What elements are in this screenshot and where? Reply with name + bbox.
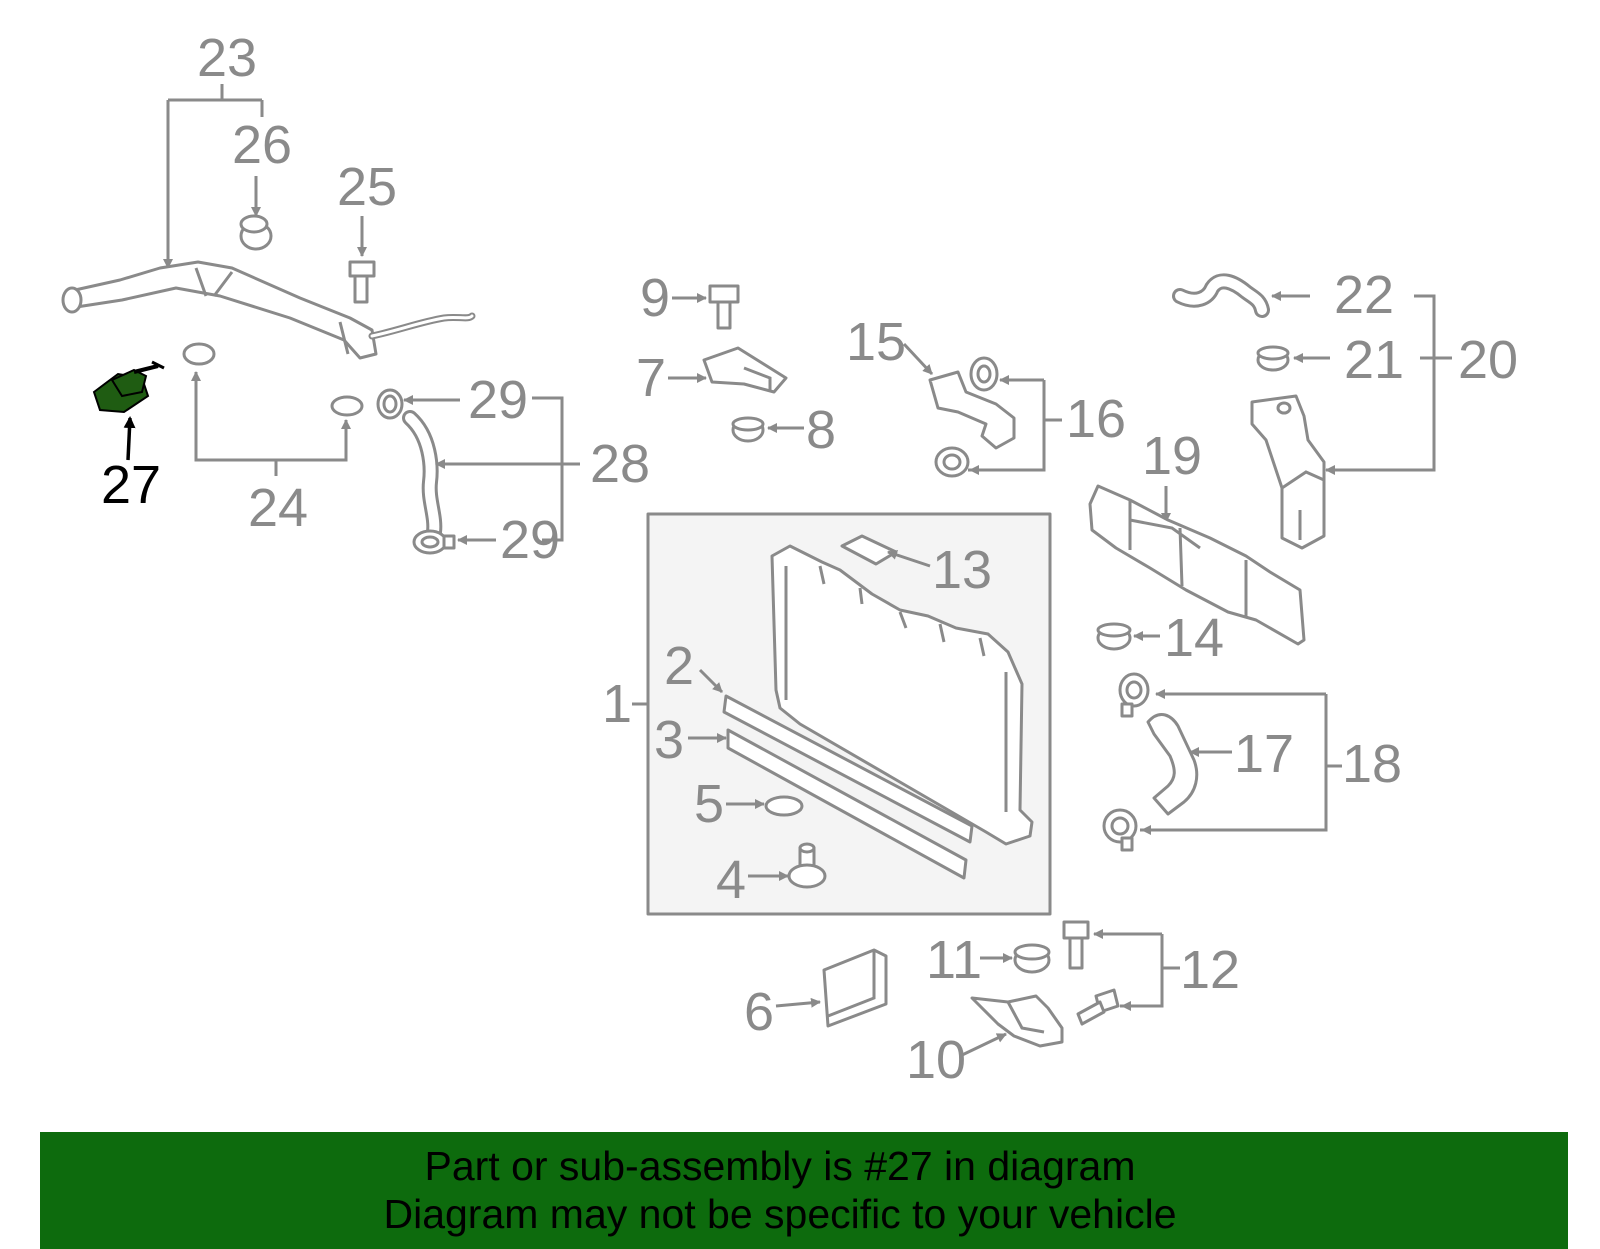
clamp-18-upper[interactable] xyxy=(1118,672,1150,718)
callout-8[interactable]: 8 xyxy=(806,400,836,460)
clamp-29-upper[interactable] xyxy=(376,388,404,420)
leader-10 xyxy=(959,1032,1007,1058)
leader-6 xyxy=(775,997,821,1008)
cap-11[interactable] xyxy=(1013,943,1051,974)
leader-15 xyxy=(902,342,934,376)
temperature-sensor-27[interactable] xyxy=(92,360,165,414)
leader-23 xyxy=(168,84,264,117)
info-banner: Part or sub-assembly is #27 in diagram D… xyxy=(40,1132,1568,1249)
bracket-7[interactable] xyxy=(702,346,788,394)
water-pipe-23[interactable] xyxy=(61,260,476,360)
bracket-20[interactable] xyxy=(1250,394,1326,550)
callout-17[interactable]: 17 xyxy=(1234,724,1294,784)
leader-2 xyxy=(698,668,724,694)
mount-4[interactable] xyxy=(787,842,827,889)
bracket-28 xyxy=(532,396,564,542)
cap-26[interactable] xyxy=(239,214,273,251)
callout-26[interactable]: 26 xyxy=(232,115,292,175)
callout-15[interactable]: 15 xyxy=(846,312,906,372)
callout-20[interactable]: 20 xyxy=(1458,330,1518,390)
guide-10[interactable] xyxy=(970,994,1064,1048)
clamp-16-upper[interactable] xyxy=(969,356,999,392)
oring-24b[interactable] xyxy=(330,395,364,417)
callout-1[interactable]: 1 xyxy=(602,674,632,734)
callout-4[interactable]: 4 xyxy=(716,850,746,910)
leader-27 xyxy=(123,416,136,461)
seal-3[interactable] xyxy=(726,728,968,880)
parts-diagram: 23 26 25 24 27 29 xyxy=(61,28,1518,1090)
callout-13[interactable]: 13 xyxy=(932,540,992,600)
callout-12[interactable]: 12 xyxy=(1180,940,1240,1000)
radiator-core[interactable] xyxy=(770,544,1034,846)
banner-disclaimer: Diagram may not be specific to your vehi… xyxy=(383,1191,1177,1237)
clamp-16-lower[interactable] xyxy=(934,446,970,478)
callout-27[interactable]: 27 xyxy=(101,455,161,515)
callout-11[interactable]: 11 xyxy=(926,930,982,990)
cap-8[interactable] xyxy=(731,416,765,443)
bracket-12 xyxy=(1120,934,1164,1008)
hose-15[interactable] xyxy=(928,370,1016,450)
bolt-12-lower[interactable] xyxy=(1076,988,1120,1026)
hose-22[interactable] xyxy=(1172,273,1270,318)
callout-23[interactable]: 23 xyxy=(197,28,257,88)
callout-19[interactable]: 19 xyxy=(1142,426,1202,486)
callout-25[interactable]: 25 xyxy=(337,157,397,217)
oring-5[interactable] xyxy=(764,795,804,817)
air-guide-19[interactable] xyxy=(1088,484,1306,646)
callout-10[interactable]: 10 xyxy=(906,1030,966,1090)
callout-6[interactable]: 6 xyxy=(744,982,774,1042)
callout-5[interactable]: 5 xyxy=(694,774,724,834)
callout-22[interactable]: 22 xyxy=(1334,265,1394,325)
hose-17[interactable] xyxy=(1146,712,1199,816)
callout-21[interactable]: 21 xyxy=(1344,330,1404,390)
leader-13 xyxy=(887,550,931,568)
clamp-18-lower[interactable] xyxy=(1102,808,1138,852)
seal-2[interactable] xyxy=(722,694,974,844)
cap-14[interactable] xyxy=(1096,622,1132,651)
callout-29-upper[interactable]: 29 xyxy=(468,370,528,430)
hose-28[interactable] xyxy=(402,410,443,540)
callout-9[interactable]: 9 xyxy=(640,268,670,328)
clamp-29-lower[interactable] xyxy=(412,529,456,555)
banner-part-note: Part or sub-assembly is #27 in diagram xyxy=(424,1143,1136,1189)
callout-24[interactable]: 24 xyxy=(248,478,308,538)
callout-7[interactable]: 7 xyxy=(636,348,666,408)
callout-14[interactable]: 14 xyxy=(1164,608,1224,668)
bolt-12-upper[interactable] xyxy=(1062,920,1090,970)
bolt-25[interactable] xyxy=(348,260,376,304)
callout-3[interactable]: 3 xyxy=(654,710,684,770)
seal-6[interactable] xyxy=(822,948,888,1028)
callout-28[interactable]: 28 xyxy=(590,434,650,494)
callout-18[interactable]: 18 xyxy=(1342,734,1402,794)
cap-21[interactable] xyxy=(1256,345,1290,372)
callout-16[interactable]: 16 xyxy=(1066,389,1126,449)
bolt-9[interactable] xyxy=(708,284,740,330)
callout-2[interactable]: 2 xyxy=(664,636,694,696)
oring-24a[interactable] xyxy=(182,342,216,366)
leader-24 xyxy=(194,372,348,462)
